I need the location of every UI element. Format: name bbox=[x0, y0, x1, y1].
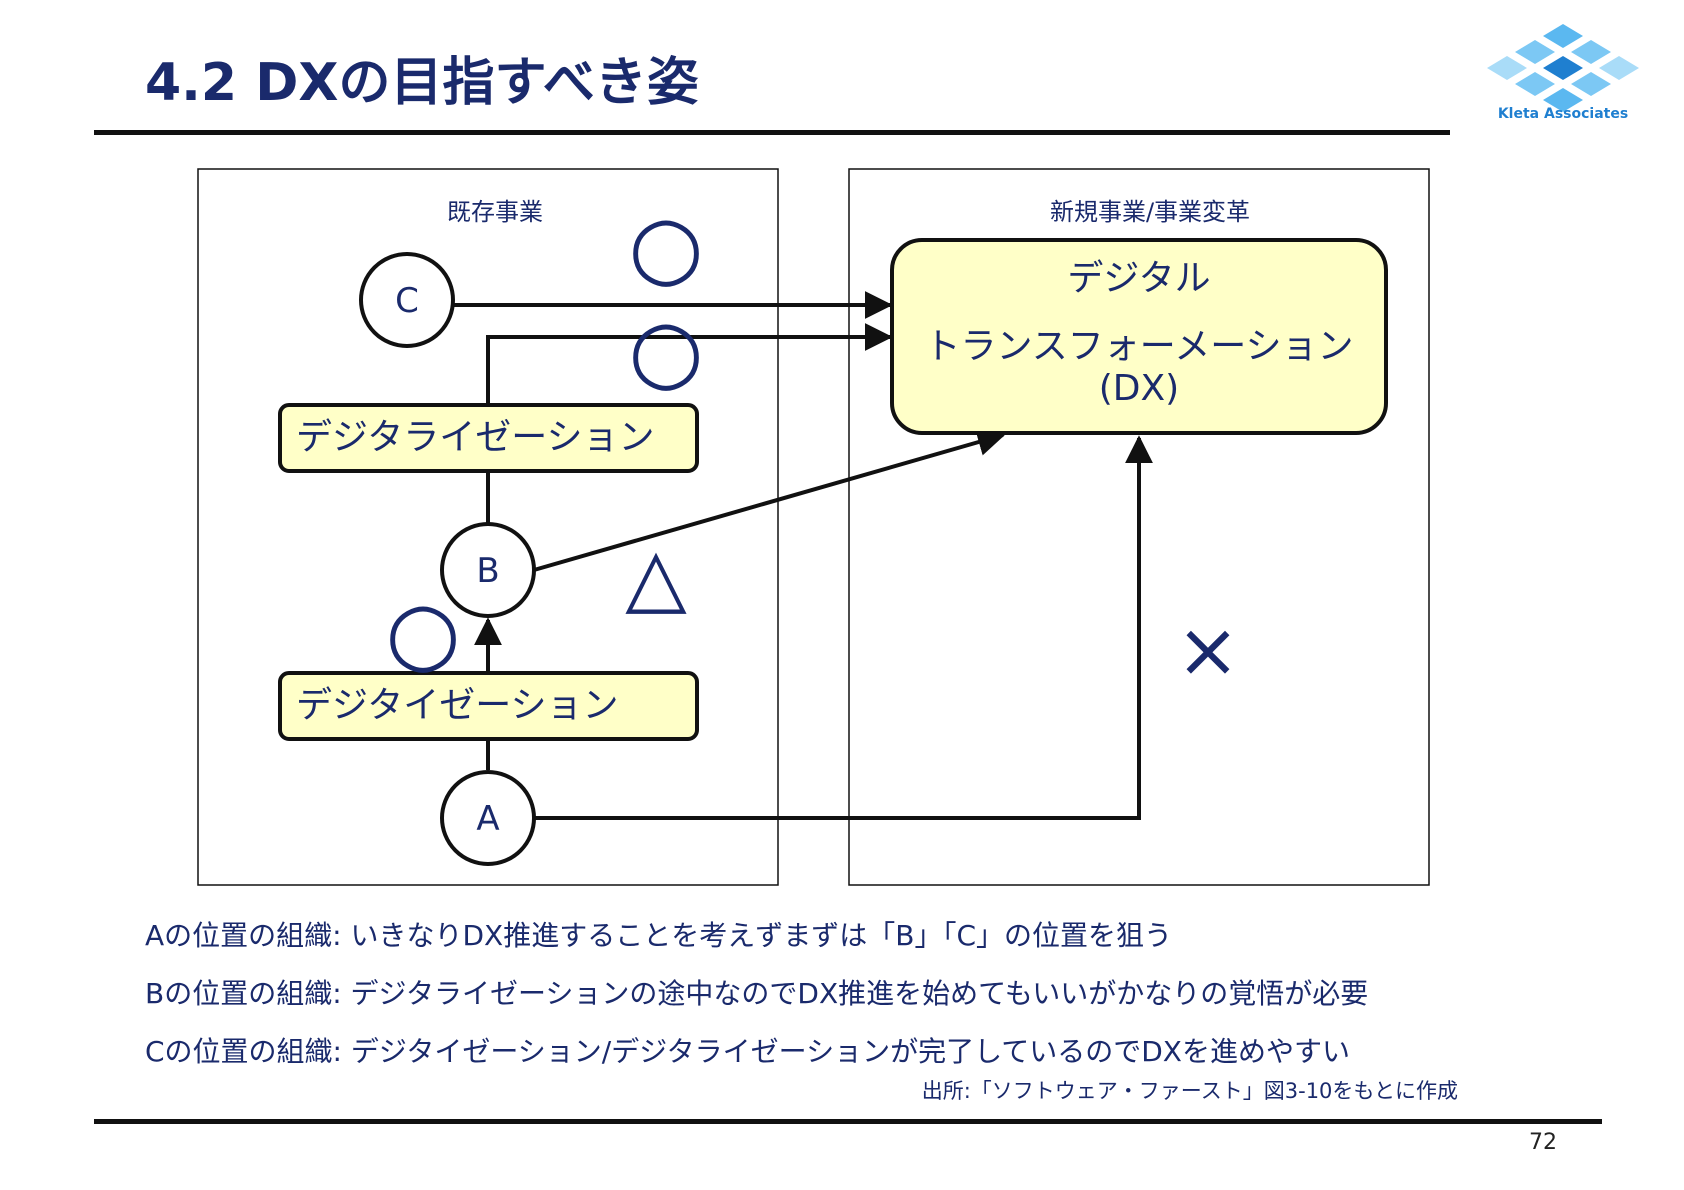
logo-text: Kleta Associates bbox=[1497, 106, 1629, 122]
b-to-dx-arrow bbox=[533, 428, 1006, 572]
a-to-dx-arrow bbox=[534, 435, 1153, 820]
dx-box-line3: (DX) bbox=[1099, 368, 1179, 409]
page-number: 72 bbox=[1529, 1130, 1557, 1155]
source-citation: 出所:「ソフトウェア・ファースト」図3-10をもとに作成 bbox=[921, 1079, 1458, 1103]
node-c-label: C bbox=[395, 281, 419, 321]
b-step-circle-mark: ○ bbox=[628, 301, 703, 401]
node-a bbox=[440, 770, 536, 866]
digitalization-to-dx-arrow bbox=[486, 323, 893, 404]
new-business-panel bbox=[848, 168, 1430, 886]
new-business-label: 新規事業/事業変革 bbox=[1050, 198, 1250, 226]
dx-box-line2: トランスフォーメーション bbox=[924, 326, 1353, 367]
digitalization-box-label: デジタライゼーション bbox=[296, 417, 655, 458]
node-b bbox=[440, 522, 536, 618]
dx-box bbox=[890, 238, 1388, 435]
c-path-circle-mark: ○ bbox=[628, 197, 703, 297]
existing-business-label: 既存事業 bbox=[447, 198, 543, 226]
digitization-box bbox=[278, 671, 699, 741]
digitization-box-label: デジタイゼーション bbox=[296, 685, 619, 726]
note-b: Bの位置の組織: デジタライゼーションの途中なのでDX推進を始めてもいいがかなり… bbox=[145, 977, 1369, 1010]
node-c bbox=[359, 252, 455, 348]
diamond-grid-logo-icon bbox=[1487, 24, 1639, 112]
note-c: Cの位置の組織: デジタイゼーション/デジタライゼーションが完了しているのでDX… bbox=[145, 1035, 1350, 1068]
digitalization-box bbox=[278, 403, 699, 473]
dx-box-line1: デジタル bbox=[1067, 258, 1210, 299]
b-path-triangle-mark: △ bbox=[625, 530, 687, 623]
node-b-label: B bbox=[476, 551, 499, 591]
footer-rule bbox=[94, 1119, 1602, 1124]
note-a: Aの位置の組織: いきなりDX推進することを考えずまずは「B」「C」の位置を狙う bbox=[145, 919, 1172, 952]
existing-business-panel bbox=[197, 168, 779, 886]
a-path-cross-mark: × bbox=[1176, 605, 1240, 694]
node-a-label: A bbox=[476, 799, 499, 839]
slide-title: 4.2 DXの目指すべき姿 bbox=[145, 53, 699, 113]
a-step-circle-mark: ○ bbox=[385, 583, 460, 683]
title-underline bbox=[94, 130, 1450, 135]
